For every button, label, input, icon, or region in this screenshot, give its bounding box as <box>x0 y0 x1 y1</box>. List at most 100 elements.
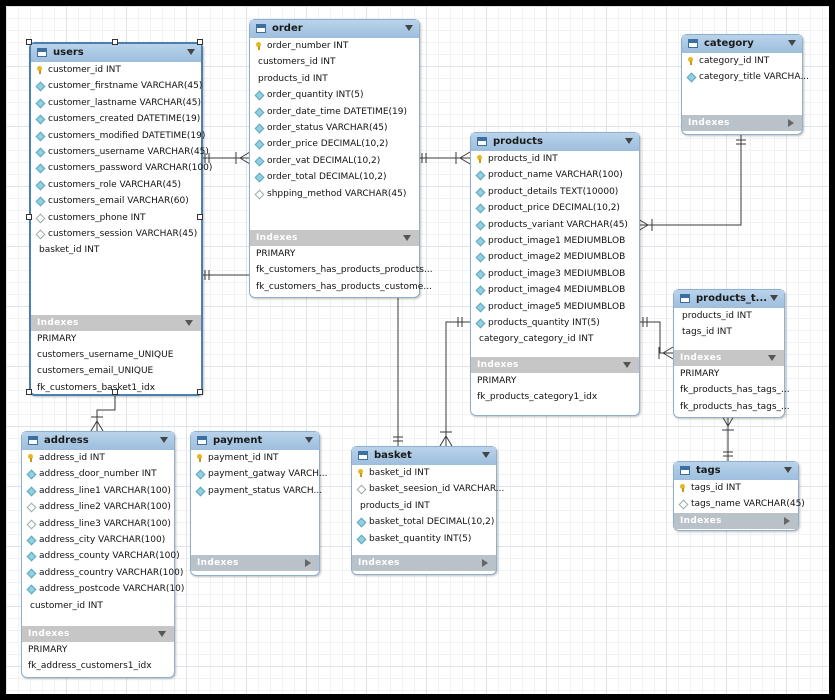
column-row[interactable]: order_number INT <box>250 38 419 54</box>
rel-products-category[interactable] <box>637 134 746 232</box>
column-row[interactable]: customers_phone INT <box>31 210 201 226</box>
order-table-header[interactable]: order <box>250 20 419 38</box>
products-table[interactable]: products products_id INT product_name VA… <box>470 132 640 416</box>
column-row[interactable]: customer_id INT <box>30 600 103 611</box>
rel-products-basket[interactable] <box>439 317 470 447</box>
column-row[interactable]: products_id INT <box>360 500 430 511</box>
chevron-down-icon[interactable] <box>158 630 166 637</box>
chevron-right-icon[interactable] <box>482 558 488 567</box>
collapse-arrow-icon[interactable] <box>770 295 778 301</box>
column-row[interactable]: shpping_method VARCHAR(45) <box>250 186 419 202</box>
index-row[interactable]: PRIMARY <box>256 248 296 259</box>
products-table-header[interactable]: products <box>471 133 639 151</box>
indexes-section-header[interactable]: Indexes <box>31 314 201 331</box>
resize-handle[interactable] <box>197 39 203 45</box>
column-row[interactable]: customer_firstname VARCHAR(45) <box>31 78 202 94</box>
collapse-arrow-icon[interactable] <box>788 40 796 46</box>
chevron-down-icon[interactable] <box>623 361 631 368</box>
column-row[interactable]: product_image4 MEDIUMBLOB <box>471 282 639 298</box>
rel-products-productstags[interactable] <box>638 317 674 360</box>
column-row[interactable]: customers_role VARCHAR(45) <box>31 177 201 193</box>
address-table[interactable]: address address_id INT address_door_numb… <box>21 431 184 678</box>
indexes-section-header[interactable]: Indexes <box>674 512 798 529</box>
column-row[interactable]: customer_lastname VARCHAR(45) <box>31 95 201 111</box>
collapse-arrow-icon[interactable] <box>482 452 490 458</box>
resize-handle[interactable] <box>112 389 118 395</box>
rel-users-basket-ref[interactable] <box>200 270 250 280</box>
resize-handle[interactable] <box>112 39 118 45</box>
index-row[interactable]: fk_customers_has_products_custome... <box>256 281 432 292</box>
tags-table-header[interactable]: tags <box>674 462 798 480</box>
column-row[interactable]: product_image5 MEDIUMBLOB <box>471 299 639 315</box>
users-table[interactable]: users customer_id INT customer_firstname… <box>29 42 212 396</box>
column-row[interactable]: product_price DECIMAL(10,2) <box>471 200 639 216</box>
indexes-section-header[interactable]: Indexes <box>352 554 496 571</box>
column-row[interactable]: customers_modified DATETIME(19) <box>31 128 205 144</box>
column-row[interactable]: customers_email VARCHAR(60) <box>31 193 201 209</box>
column-row[interactable]: products_id INT <box>471 151 639 167</box>
index-row[interactable]: PRIMARY <box>680 368 720 379</box>
column-row[interactable]: order_quantity INT(5) <box>250 87 419 103</box>
collapse-arrow-icon[interactable] <box>784 467 792 473</box>
column-row[interactable]: category_title VARCHA... <box>682 69 809 85</box>
column-row[interactable]: products_id INT <box>682 311 752 321</box>
chevron-right-icon[interactable] <box>305 559 311 568</box>
column-row[interactable]: basket_total DECIMAL(10,2) <box>352 514 496 530</box>
column-row[interactable]: payment_gatway VARCH... <box>191 466 327 482</box>
indexes-section-header[interactable]: Indexes <box>22 625 174 642</box>
index-row[interactable]: fk_products_has_tags_... <box>680 401 790 412</box>
index-row[interactable]: PRIMARY <box>37 333 77 344</box>
column-row[interactable]: address_city VARCHAR(100) <box>22 532 174 548</box>
column-row[interactable]: tags_id INT <box>674 480 798 496</box>
column-row[interactable]: products_quantity INT(5) <box>471 315 639 331</box>
column-row[interactable]: address_postcode VARCHAR(10) <box>22 581 184 597</box>
payment-table-header[interactable]: payment <box>191 432 319 450</box>
basket-table[interactable]: basket basket_id INT basket_seesion_id V… <box>351 446 504 575</box>
order-table[interactable]: order order_number INT customers_id INT … <box>249 19 433 298</box>
resize-handle[interactable] <box>26 389 32 395</box>
payment-table[interactable]: payment payment_id INT payment_gatway VA… <box>190 431 327 576</box>
column-row[interactable]: basket_quantity INT(5) <box>352 531 496 547</box>
chevron-down-icon[interactable] <box>185 319 193 326</box>
column-row[interactable]: order_status VARCHAR(45) <box>250 120 419 136</box>
column-row[interactable]: address_line3 VARCHAR(100) <box>22 516 174 532</box>
column-row[interactable]: product_name VARCHAR(100) <box>471 167 639 183</box>
chevron-right-icon[interactable] <box>788 118 794 127</box>
index-row[interactable]: fk_customers_basket1_idx <box>37 382 156 393</box>
products-tags-table[interactable]: products_t... products_id INT tags_id IN… <box>673 289 790 418</box>
rel-users-order[interactable] <box>200 151 251 165</box>
index-row[interactable]: PRIMARY <box>28 644 68 655</box>
rel-users-address[interactable] <box>90 392 116 432</box>
column-row[interactable]: address_country VARCHAR(100) <box>22 565 183 581</box>
column-row[interactable]: product_image3 MEDIUMBLOB <box>471 266 639 282</box>
indexes-section-header[interactable]: Indexes <box>250 229 419 246</box>
column-row[interactable]: basket_id INT <box>352 465 496 481</box>
users-table-header[interactable]: users <box>31 44 201 62</box>
collapse-arrow-icon[interactable] <box>187 49 195 55</box>
column-row[interactable]: order_vat DECIMAL(10,2) <box>250 153 419 169</box>
column-row[interactable]: product_image2 MEDIUMBLOB <box>471 249 639 265</box>
column-row[interactable]: customer_id INT <box>31 62 201 78</box>
collapse-arrow-icon[interactable] <box>625 138 633 144</box>
indexes-section-header[interactable]: Indexes <box>191 555 319 572</box>
column-row[interactable]: customers_id INT <box>258 57 336 68</box>
column-row[interactable]: customers_session VARCHAR(45) <box>31 226 201 242</box>
column-row[interactable]: address_id INT <box>22 450 174 466</box>
index-row[interactable]: fk_products_category1_idx <box>477 392 598 403</box>
column-row[interactable]: tags_id INT <box>682 327 732 338</box>
chevron-down-icon[interactable] <box>403 234 411 241</box>
resize-handle[interactable] <box>26 39 32 45</box>
tags-table[interactable]: tags tags_id INT tags_name VARCHAR(45) I… <box>673 461 805 531</box>
column-row[interactable]: address_line2 VARCHAR(100) <box>22 499 174 515</box>
column-row[interactable]: customers_password VARCHAR(100) <box>31 160 212 176</box>
column-row[interactable]: customers_created DATETIME(19) <box>31 111 201 127</box>
column-row[interactable]: category_category_id INT <box>479 334 594 345</box>
column-row[interactable]: category_id INT <box>682 53 802 69</box>
category-table-header[interactable]: category <box>682 35 802 53</box>
address-table-header[interactable]: address <box>22 432 174 450</box>
chevron-right-icon[interactable] <box>784 516 790 525</box>
column-row[interactable]: address_line1 VARCHAR(100) <box>22 483 174 499</box>
column-row[interactable]: products_id INT <box>258 73 328 84</box>
column-row[interactable]: basket_seesion_id VARCHAR... <box>352 481 504 497</box>
products-tags-table-header[interactable]: products_t... <box>674 290 784 308</box>
